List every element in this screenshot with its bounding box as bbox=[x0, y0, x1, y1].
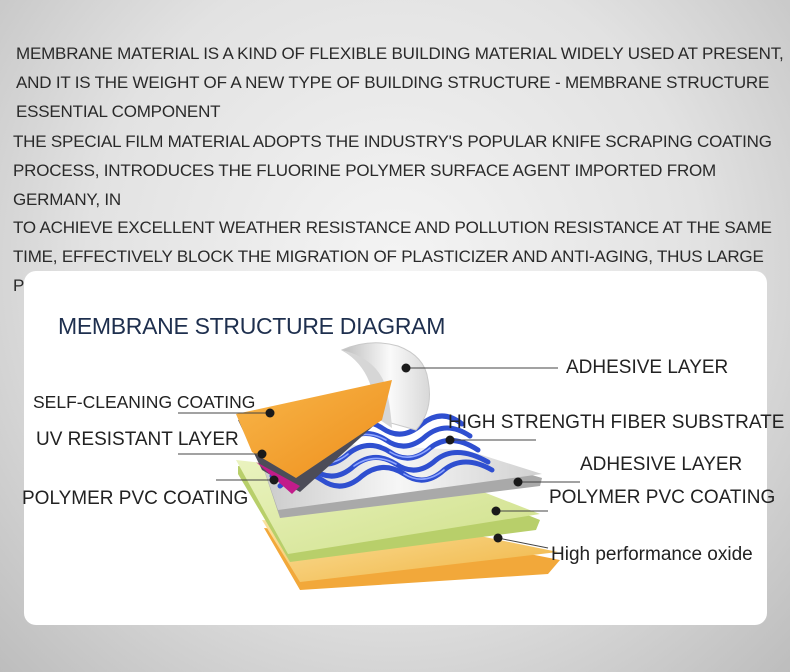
label-adhesive-layer-mid: ADHESIVE LAYER bbox=[580, 454, 743, 475]
label-polymer-pvc-left: POLYMER PVC COATING bbox=[22, 488, 249, 509]
label-fiber-substrate: HIGH STRENGTH FIBER SUBSTRATE bbox=[448, 412, 785, 433]
label-adhesive-layer-top: ADHESIVE LAYER bbox=[566, 357, 729, 378]
label-self-cleaning-coating: SELF-CLEANING COATING bbox=[33, 392, 256, 412]
label-high-performance-oxide: High performance oxide bbox=[551, 544, 753, 565]
leader-dots bbox=[257, 363, 523, 543]
label-uv-resistant-layer: UV RESISTANT LAYER bbox=[36, 429, 239, 450]
self-cleaning-layer bbox=[236, 380, 392, 478]
intro-paragraph-1: MEMBRANE MATERIAL IS A KIND OF FLEXIBLE … bbox=[16, 44, 784, 121]
diagram-title: MEMBRANE STRUCTURE DIAGRAM bbox=[58, 313, 446, 339]
label-polymer-pvc-right: POLYMER PVC COATING bbox=[549, 487, 776, 508]
leader-lines bbox=[178, 367, 580, 549]
